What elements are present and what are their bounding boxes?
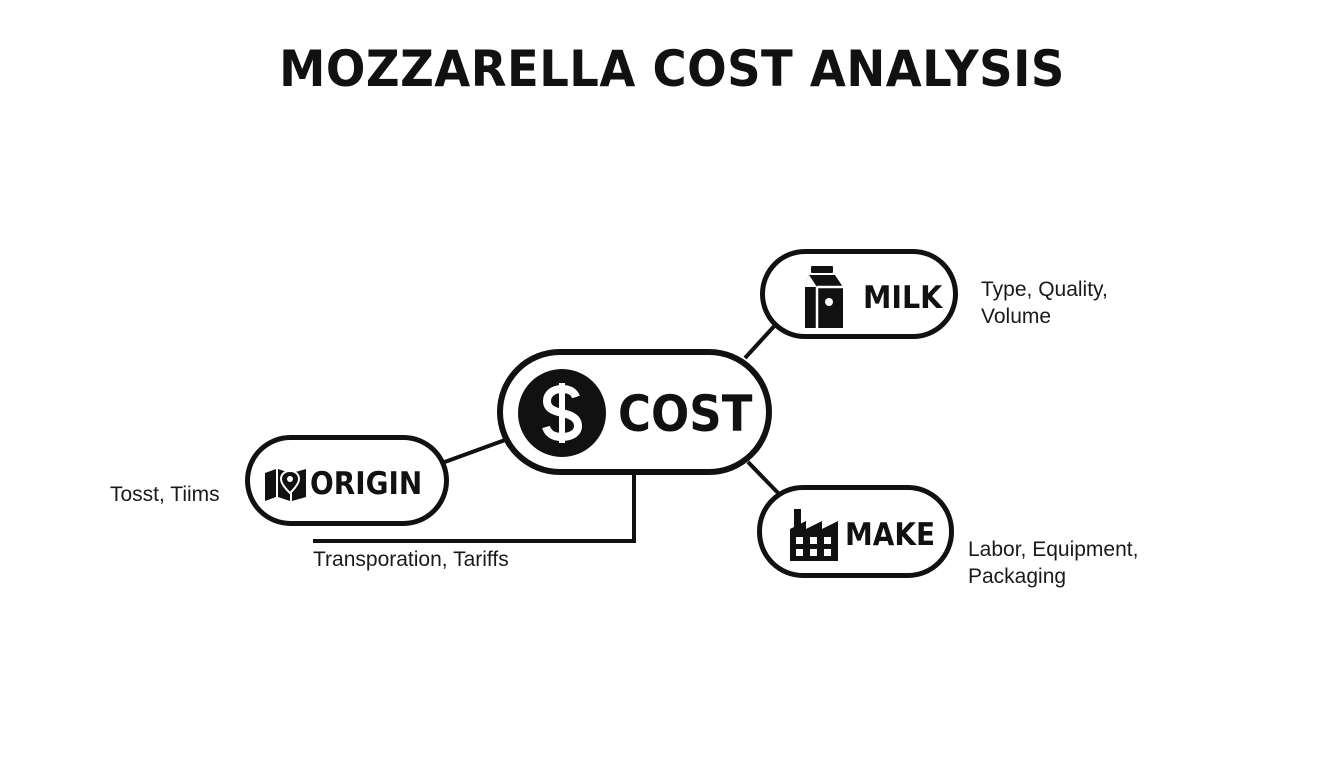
factory-icon xyxy=(790,509,838,561)
connector-cost-make xyxy=(746,460,782,497)
diagram-title: MOZZARELLA COST ANALYSIS xyxy=(279,40,1065,98)
milk-carton-icon xyxy=(805,266,843,328)
milk-note-line-2: Volume xyxy=(981,305,1052,328)
connector-cost-milk xyxy=(743,320,780,360)
origin-node: ORIGIN xyxy=(245,435,449,526)
milk-node: MILK xyxy=(760,249,958,339)
make-label: MAKE xyxy=(845,517,936,553)
origin-note: Tosst, Tiims xyxy=(110,483,220,506)
make-note-line-1: Labor, Equipment, xyxy=(968,538,1139,561)
connector-cost-origin xyxy=(441,438,506,465)
transport-note: Transporation, Tariffs xyxy=(313,548,509,571)
make-note-line-2: Packaging xyxy=(968,565,1067,588)
milk-note-line-1: Type, Quality, xyxy=(981,278,1108,301)
dollar-icon xyxy=(518,369,606,457)
milk-note: Type, Quality, Volume xyxy=(981,276,1108,330)
origin-label: ORIGIN xyxy=(310,466,423,502)
map-pin-icon xyxy=(265,469,306,501)
cost-node: COST xyxy=(497,349,772,475)
connector-cost-transport xyxy=(313,474,636,543)
cost-label: COST xyxy=(618,385,753,443)
make-note: Labor, Equipment, Packaging xyxy=(968,536,1138,590)
make-node: MAKE xyxy=(757,485,954,578)
milk-label: MILK xyxy=(863,280,943,316)
